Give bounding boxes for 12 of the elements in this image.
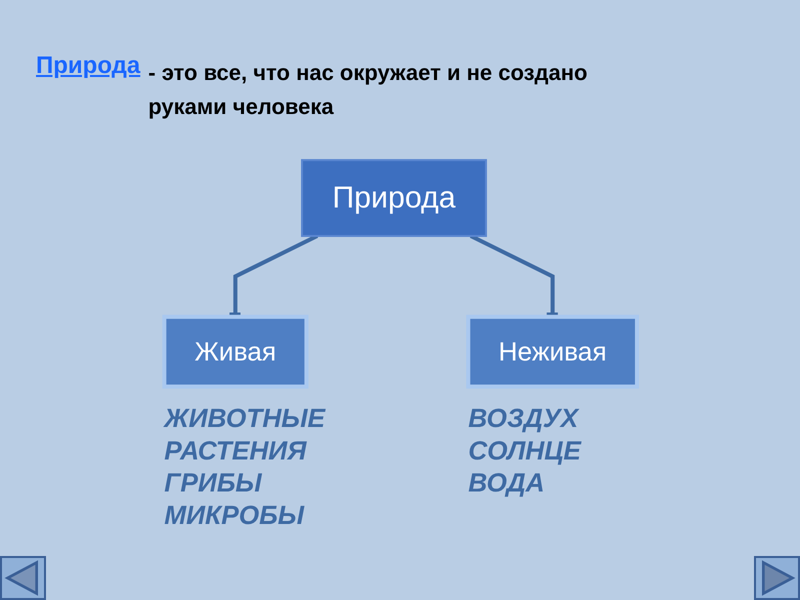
list-item-text: ГРИБЫ — [164, 468, 262, 498]
list-item-text: ВОЗДУХ — [468, 403, 578, 434]
list-item-text: СОЛНЦЕ — [468, 435, 581, 466]
definition-text: - это все, что нас окружает и не создано руками человека — [148, 59, 588, 121]
node-box: Природа — [301, 159, 487, 237]
list-item-text: ЖИВОТНЫЕ — [164, 403, 326, 434]
list-item-text: РАСТЕНИЯ — [164, 435, 306, 466]
node-box: Неживая — [466, 314, 640, 389]
list-item-text: МИКРОБЫ — [164, 500, 304, 530]
list-item-text: ВОДА — [468, 468, 545, 498]
title-link: Природа — [36, 52, 140, 80]
node-box: Живая — [162, 314, 308, 389]
